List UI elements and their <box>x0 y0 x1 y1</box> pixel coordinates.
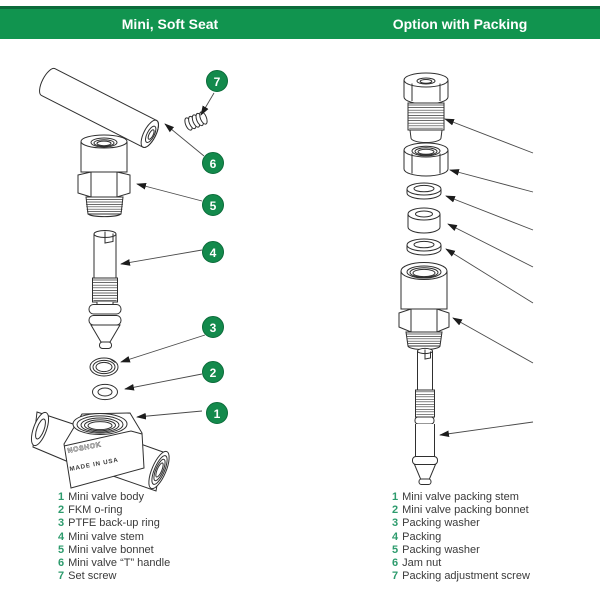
legend-label: Mini valve body <box>68 491 144 503</box>
leader-line-packing <box>447 223 534 268</box>
leader-line-4 <box>120 249 203 266</box>
t-handle-drawing <box>39 67 159 148</box>
legend-number: 4 <box>58 530 65 543</box>
jam-nut-drawing <box>403 142 449 177</box>
legend-label: Packing <box>402 530 442 543</box>
callout-7: 7 <box>206 70 228 92</box>
leader-line-screw <box>444 118 534 154</box>
leader-line-jam-nut <box>449 169 534 193</box>
set-screw-drawing <box>184 111 208 131</box>
stem-drawing <box>88 230 122 349</box>
legend-label: Packing adjustment screw <box>402 570 530 583</box>
header-bar: Mini, Soft Seat Option with Packing <box>0 6 600 39</box>
legend-number: 2 <box>58 504 65 517</box>
legend-label: Mini valve bonnet <box>68 543 154 556</box>
legend-label: PTFE back-up ring <box>68 517 160 530</box>
legend-number: 1 <box>58 491 65 503</box>
packing-washer-bottom-drawing <box>406 238 442 256</box>
legend-number: 4 <box>392 530 399 543</box>
legend-label: Packing washer <box>402 543 480 556</box>
bonnet-drawing <box>77 134 131 218</box>
callout-4: 4 <box>202 241 224 263</box>
leader-line-washer-top <box>445 195 534 231</box>
o-ring-drawing <box>92 383 118 401</box>
packing-stem-drawing <box>412 347 438 485</box>
leader-line-1 <box>136 410 203 420</box>
callout-2: 2 <box>202 361 224 383</box>
legend-label: Set screw <box>68 570 117 583</box>
legend-number: 6 <box>392 557 399 570</box>
legend-number: 3 <box>392 517 399 530</box>
legend-label: Packing washer <box>402 517 480 530</box>
packing-adjustment-screw-drawing <box>403 72 449 143</box>
legend-number: 3 <box>58 517 65 530</box>
callout-1: 1 <box>206 402 228 424</box>
legend-number: 7 <box>392 570 399 583</box>
legend-label: Mini valve “T” handle <box>68 557 171 570</box>
right-column-title: Option with Packing <box>392 16 528 32</box>
packing-bonnet-drawing <box>398 262 450 350</box>
leader-line-2 <box>124 373 203 391</box>
backup-ring-drawing <box>89 357 119 377</box>
legend-label: FKM o-ring <box>68 504 123 517</box>
leader-line-6 <box>164 123 205 157</box>
legend-label: Jam nut <box>402 557 442 570</box>
legend-label: Mini valve packing bonnet <box>402 504 529 517</box>
leader-line-7 <box>200 92 215 116</box>
legend-number: 7 <box>58 570 65 583</box>
valve-body-drawing: NOSHOK MADE IN USA <box>30 411 170 492</box>
leader-line-bonnet <box>452 317 534 364</box>
callout-3: 3 <box>202 316 224 338</box>
legend-number: 6 <box>58 557 65 570</box>
packing-drawing <box>407 207 441 234</box>
legend-number: 5 <box>392 543 399 556</box>
legend-label: Mini valve stem <box>68 530 144 543</box>
leader-line-stem <box>439 421 534 438</box>
leader-line-washer-bottom <box>445 248 534 304</box>
legend-number: 5 <box>58 543 65 556</box>
legend-number: 1 <box>392 491 399 503</box>
left-column-title: Mini, Soft Seat <box>121 16 219 32</box>
callout-5: 5 <box>202 194 224 216</box>
packing-washer-top-drawing <box>406 182 442 200</box>
leader-line-5 <box>136 183 203 202</box>
leader-line-3 <box>120 334 206 363</box>
callout-6: 6 <box>202 152 224 174</box>
legend-label: Mini valve packing stem <box>402 491 519 503</box>
legend-number: 2 <box>392 504 399 517</box>
